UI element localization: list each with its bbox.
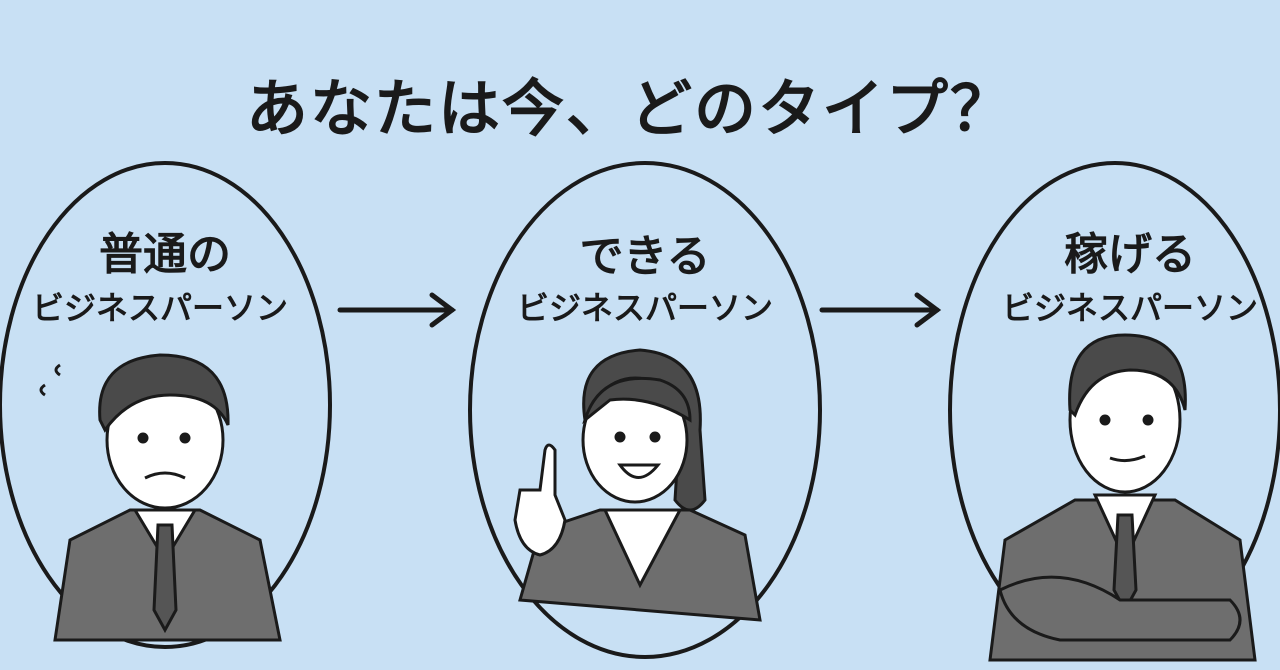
type-1-sublabel: ビジネスパーソン xyxy=(31,289,289,327)
worried-man-figure xyxy=(39,353,282,642)
type-1-oval xyxy=(0,161,332,649)
type-2-oval xyxy=(468,161,822,659)
confident-man-figure xyxy=(988,333,1257,662)
type-3-sublabel: ビジネスパーソン xyxy=(1001,289,1259,327)
type-2-label: できる xyxy=(579,231,711,282)
type-3-label: 稼げる xyxy=(1064,229,1196,280)
type-2-sublabel: ビジネスパーソン xyxy=(516,289,774,327)
arrow-right-icon xyxy=(819,292,942,328)
type-1-label: 普通の xyxy=(99,229,231,280)
smiling-woman-figure xyxy=(513,348,762,622)
page-title: あなたは今、どのタイプ？ xyxy=(245,72,1015,145)
arrow-right-icon xyxy=(337,292,457,328)
